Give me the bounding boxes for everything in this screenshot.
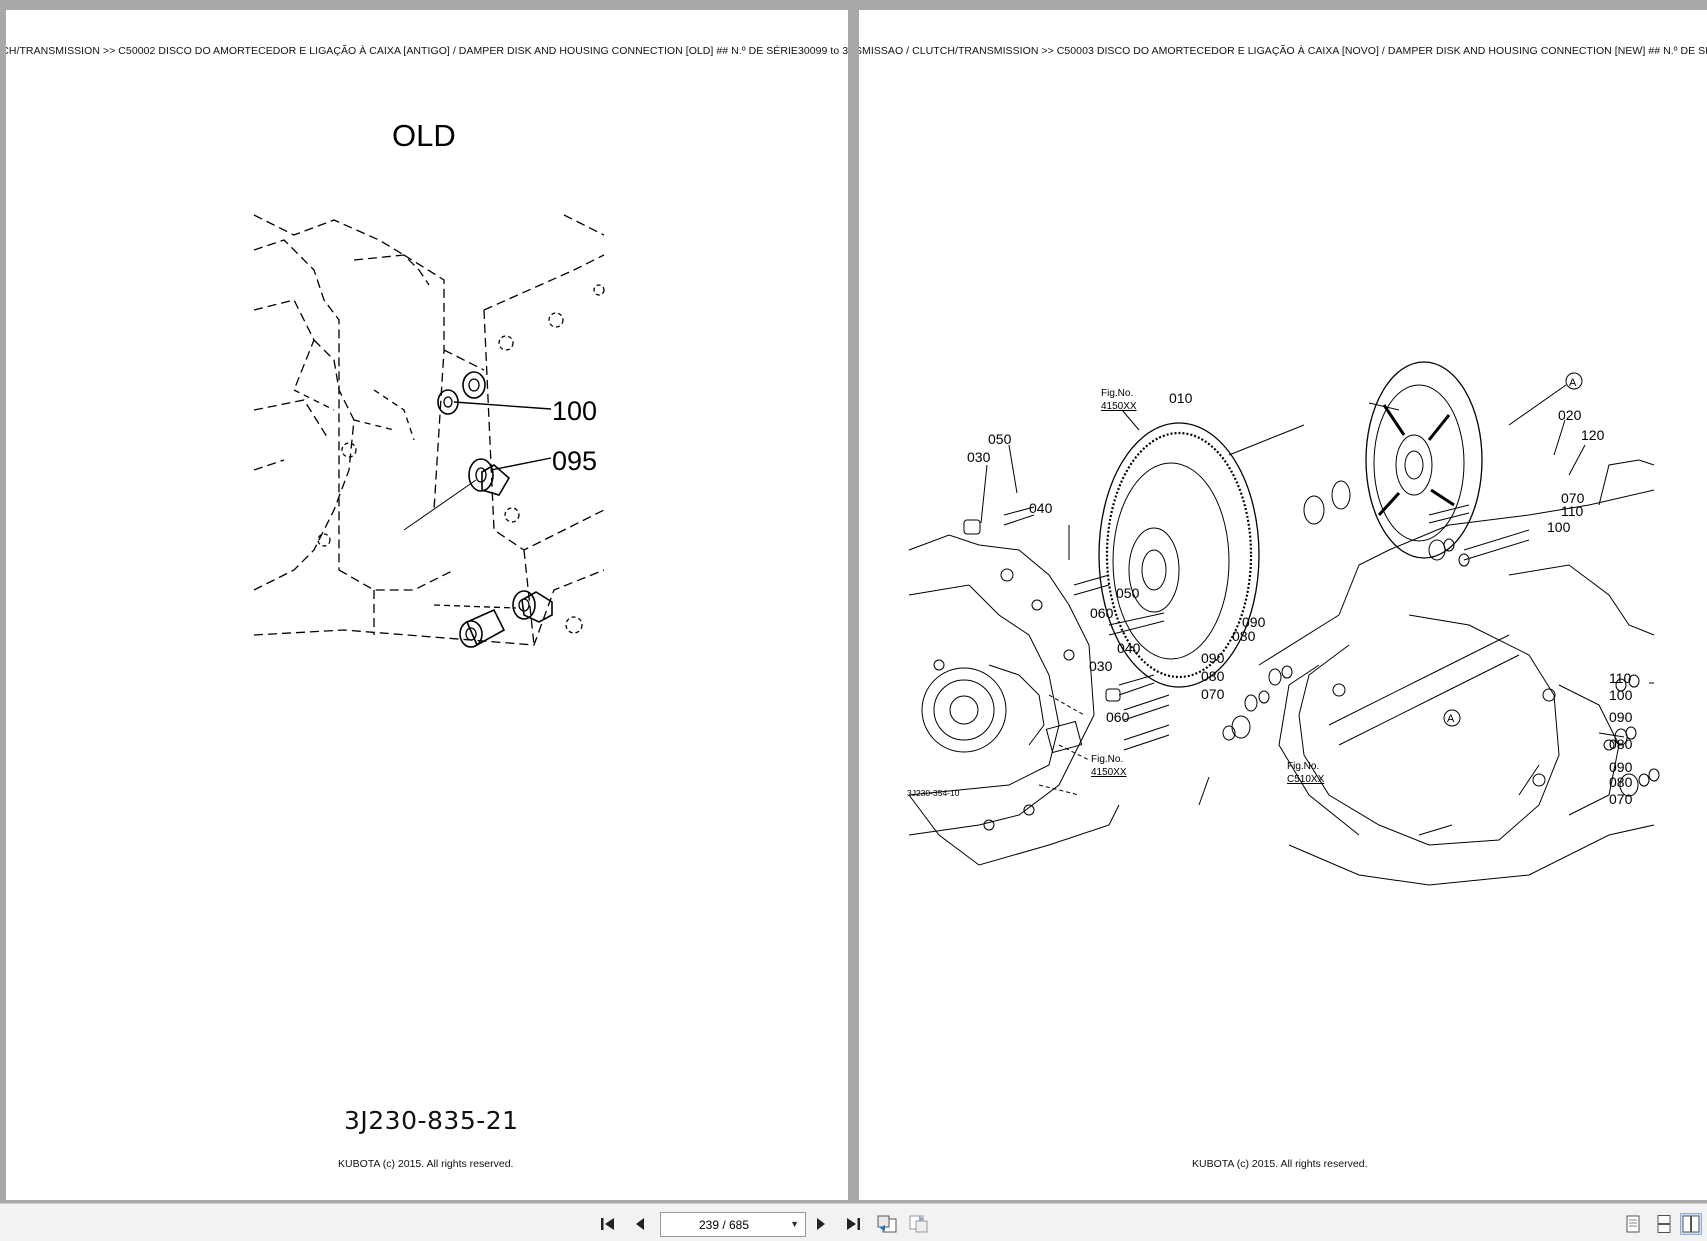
right-page: SMISSAO / CLUTCH/TRANSMISSION >> C50003 … [859, 10, 1707, 1200]
callout-060-mid: 060 [1090, 605, 1114, 621]
new-parts-diagram: 010 A 020 120 050 030 040 070 110 100 06… [907, 361, 1660, 886]
callout-070-lower: 070 [1609, 791, 1633, 807]
callout-020: 020 [1558, 407, 1582, 423]
last-page-icon [847, 1218, 860, 1230]
first-page-icon [601, 1218, 614, 1230]
callout-050-mid: 050 [1116, 585, 1140, 601]
fig-ref-top-number: 4150XX [1101, 401, 1137, 412]
go-back-icon [877, 1215, 897, 1233]
callout-110-right: 110 [1609, 670, 1632, 686]
right-copyright: KUBOTA (c) 2015. All rights reserved. [1192, 1158, 1368, 1170]
next-page-button[interactable] [810, 1213, 832, 1235]
fig-ref-right-label: Fig.No. [1287, 761, 1319, 772]
left-page-header: UTCH/TRANSMISSION >> C50002 DISCO DO AMO… [6, 45, 848, 57]
callout-080-left: 080 [1201, 668, 1225, 684]
go-forward-icon [909, 1215, 928, 1233]
callout-030-mid: 030 [1089, 658, 1113, 674]
left-copyright: KUBOTA (c) 2015. All rights reserved. [338, 1158, 514, 1170]
callout-095: 095 [552, 446, 597, 476]
callout-100-top: 100 [1547, 519, 1571, 535]
fig-ref-bottom-number: 4150XX [1091, 767, 1127, 778]
viewer-toolbar: 239 / 685 ▼ [0, 1203, 1707, 1241]
callout-100: 100 [552, 396, 597, 426]
go-forward-button[interactable] [908, 1213, 930, 1235]
prev-page-button[interactable] [629, 1213, 651, 1235]
drawing-code: 3J230-354-10 [907, 788, 960, 798]
callout-090-right: 090 [1609, 709, 1633, 725]
callout-030-top: 030 [967, 449, 991, 465]
right-page-header: SMISSAO / CLUTCH/TRANSMISSION >> C50003 … [859, 45, 1707, 57]
callout-070-left: 070 [1201, 686, 1225, 702]
continuous-page-icon [1657, 1215, 1671, 1233]
callout-040-mid: 040 [1117, 640, 1141, 656]
callout-090-mid: 090 [1242, 614, 1266, 630]
page-number-select[interactable]: 239 / 685 ▼ [660, 1212, 806, 1237]
go-back-button[interactable] [876, 1213, 898, 1235]
next-page-icon [817, 1218, 825, 1230]
callout-090-lower: 090 [1609, 759, 1633, 775]
chevron-down-icon: ▼ [790, 1219, 799, 1229]
two-page-view-button[interactable] [1680, 1213, 1702, 1235]
two-page-icon [1682, 1215, 1700, 1233]
callout-090-left: 090 [1201, 650, 1225, 666]
callout-050-top: 050 [988, 431, 1012, 447]
callout-080-right: 080 [1609, 736, 1633, 752]
callout-a-bottom: A [1447, 713, 1455, 725]
callout-a-top: A [1569, 377, 1577, 389]
first-page-button[interactable] [598, 1213, 620, 1235]
fig-ref-top-label: Fig.No. [1101, 388, 1133, 399]
old-parts-diagram: 100 095 [253, 214, 605, 648]
continuous-view-button[interactable] [1653, 1213, 1675, 1235]
fig-ref-bottom-label: Fig.No. [1091, 754, 1123, 765]
single-page-view-button[interactable] [1622, 1213, 1644, 1235]
callout-110-top: 110 [1561, 503, 1584, 519]
callout-040-top: 040 [1029, 500, 1053, 516]
single-page-icon [1626, 1215, 1640, 1233]
callout-080-lower: 080 [1609, 774, 1633, 790]
fig-ref-right-number: C510XX [1287, 774, 1325, 785]
page-indicator: 239 / 685 [698, 1217, 750, 1232]
diagram-title: OLD [392, 118, 456, 153]
callout-080-mid: 080 [1232, 628, 1256, 644]
prev-page-icon [636, 1218, 644, 1230]
left-page: UTCH/TRANSMISSION >> C50002 DISCO DO AMO… [6, 10, 848, 1200]
callout-010: 010 [1169, 390, 1193, 406]
callout-060-bottom: 060 [1106, 709, 1130, 725]
last-page-button[interactable] [841, 1213, 863, 1235]
diagram-code: 3J230-835-21 [344, 1106, 519, 1135]
callout-120: 120 [1581, 427, 1605, 443]
callout-070-top: 070 [1561, 490, 1585, 506]
callout-100-right: 100 [1609, 687, 1633, 703]
